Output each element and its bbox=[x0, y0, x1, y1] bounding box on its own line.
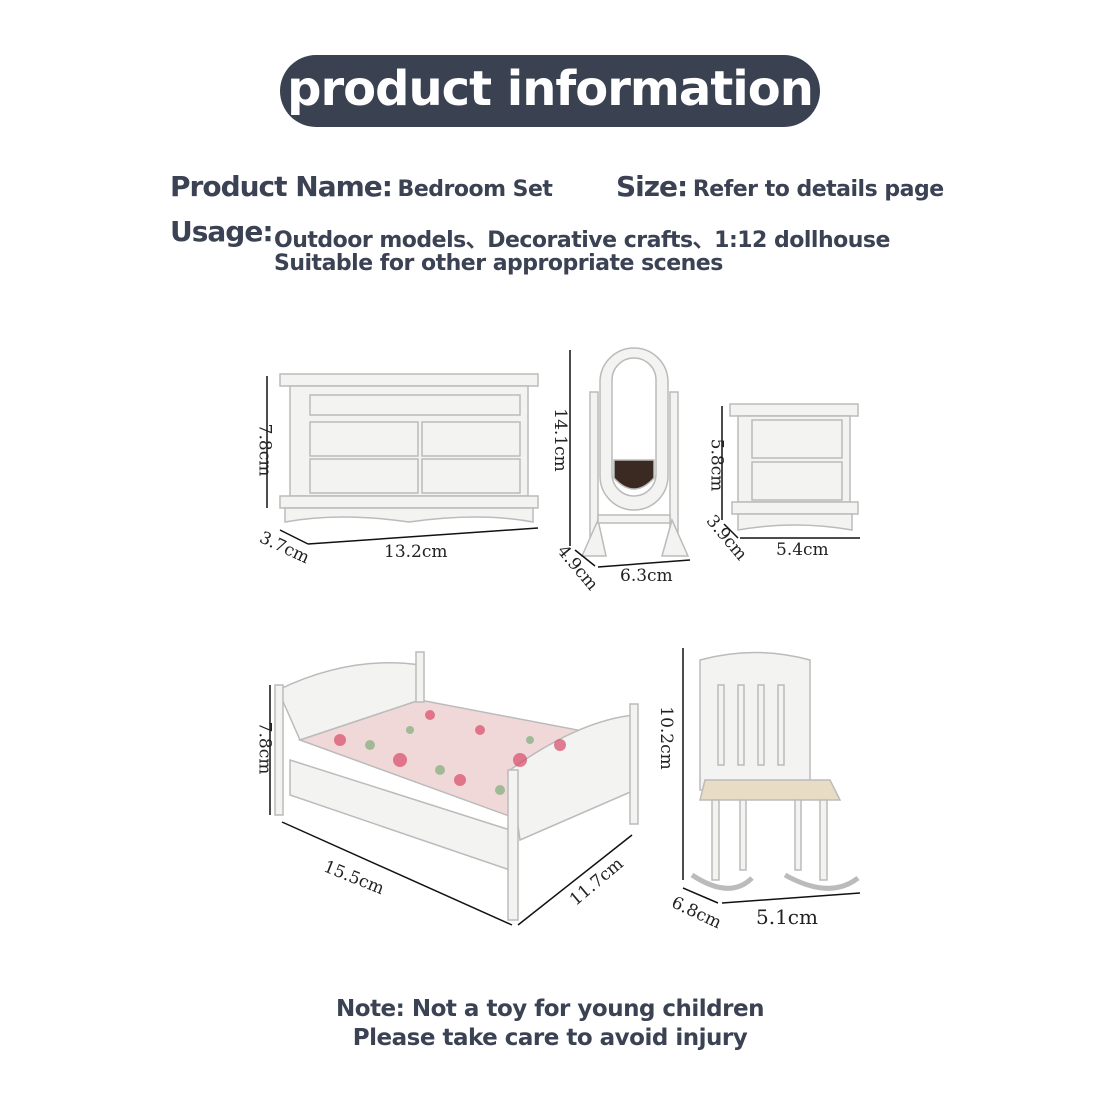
chair-height: 10.2cm bbox=[655, 706, 676, 770]
product-name-label: Product Name: bbox=[170, 170, 393, 203]
mirror-height: 14.1cm bbox=[549, 408, 570, 472]
bed-image bbox=[274, 651, 639, 921]
dimension-arrows bbox=[266, 350, 861, 926]
usage-line-2: Suitable for other appropriate scenes bbox=[274, 251, 723, 276]
dresser-width: 13.2cm bbox=[384, 542, 448, 562]
size-row: Size: Refer to details page bbox=[616, 170, 944, 203]
nightstand-image bbox=[729, 403, 859, 531]
note-line-2: Please take care to avoid injury bbox=[352, 1025, 748, 1051]
rocking-chair-image bbox=[690, 651, 860, 891]
dresser-image bbox=[279, 373, 539, 523]
dresser-height: 7.8cm bbox=[254, 423, 275, 477]
product-name-row: Product Name: Bedroom Set bbox=[170, 170, 553, 203]
size-value: Refer to details page bbox=[692, 177, 944, 202]
product-name-value: Bedroom Set bbox=[397, 177, 553, 202]
usage-line-1: Outdoor models、Decorative crafts、1:12 do… bbox=[274, 228, 890, 253]
mirror-image bbox=[580, 347, 690, 557]
mirror-width: 6.3cm bbox=[620, 566, 673, 586]
bed-height: 7.8cm bbox=[254, 721, 275, 775]
page-title: product information bbox=[280, 55, 820, 127]
nightstand-height: 5.8cm bbox=[706, 438, 727, 492]
note-line-1: Note: Not a toy for young children bbox=[336, 996, 764, 1022]
chair-width: 5.1cm bbox=[756, 905, 818, 929]
size-label: Size: bbox=[616, 170, 688, 203]
nightstand-width: 5.4cm bbox=[776, 540, 829, 560]
usage-label: Usage: bbox=[170, 215, 274, 248]
